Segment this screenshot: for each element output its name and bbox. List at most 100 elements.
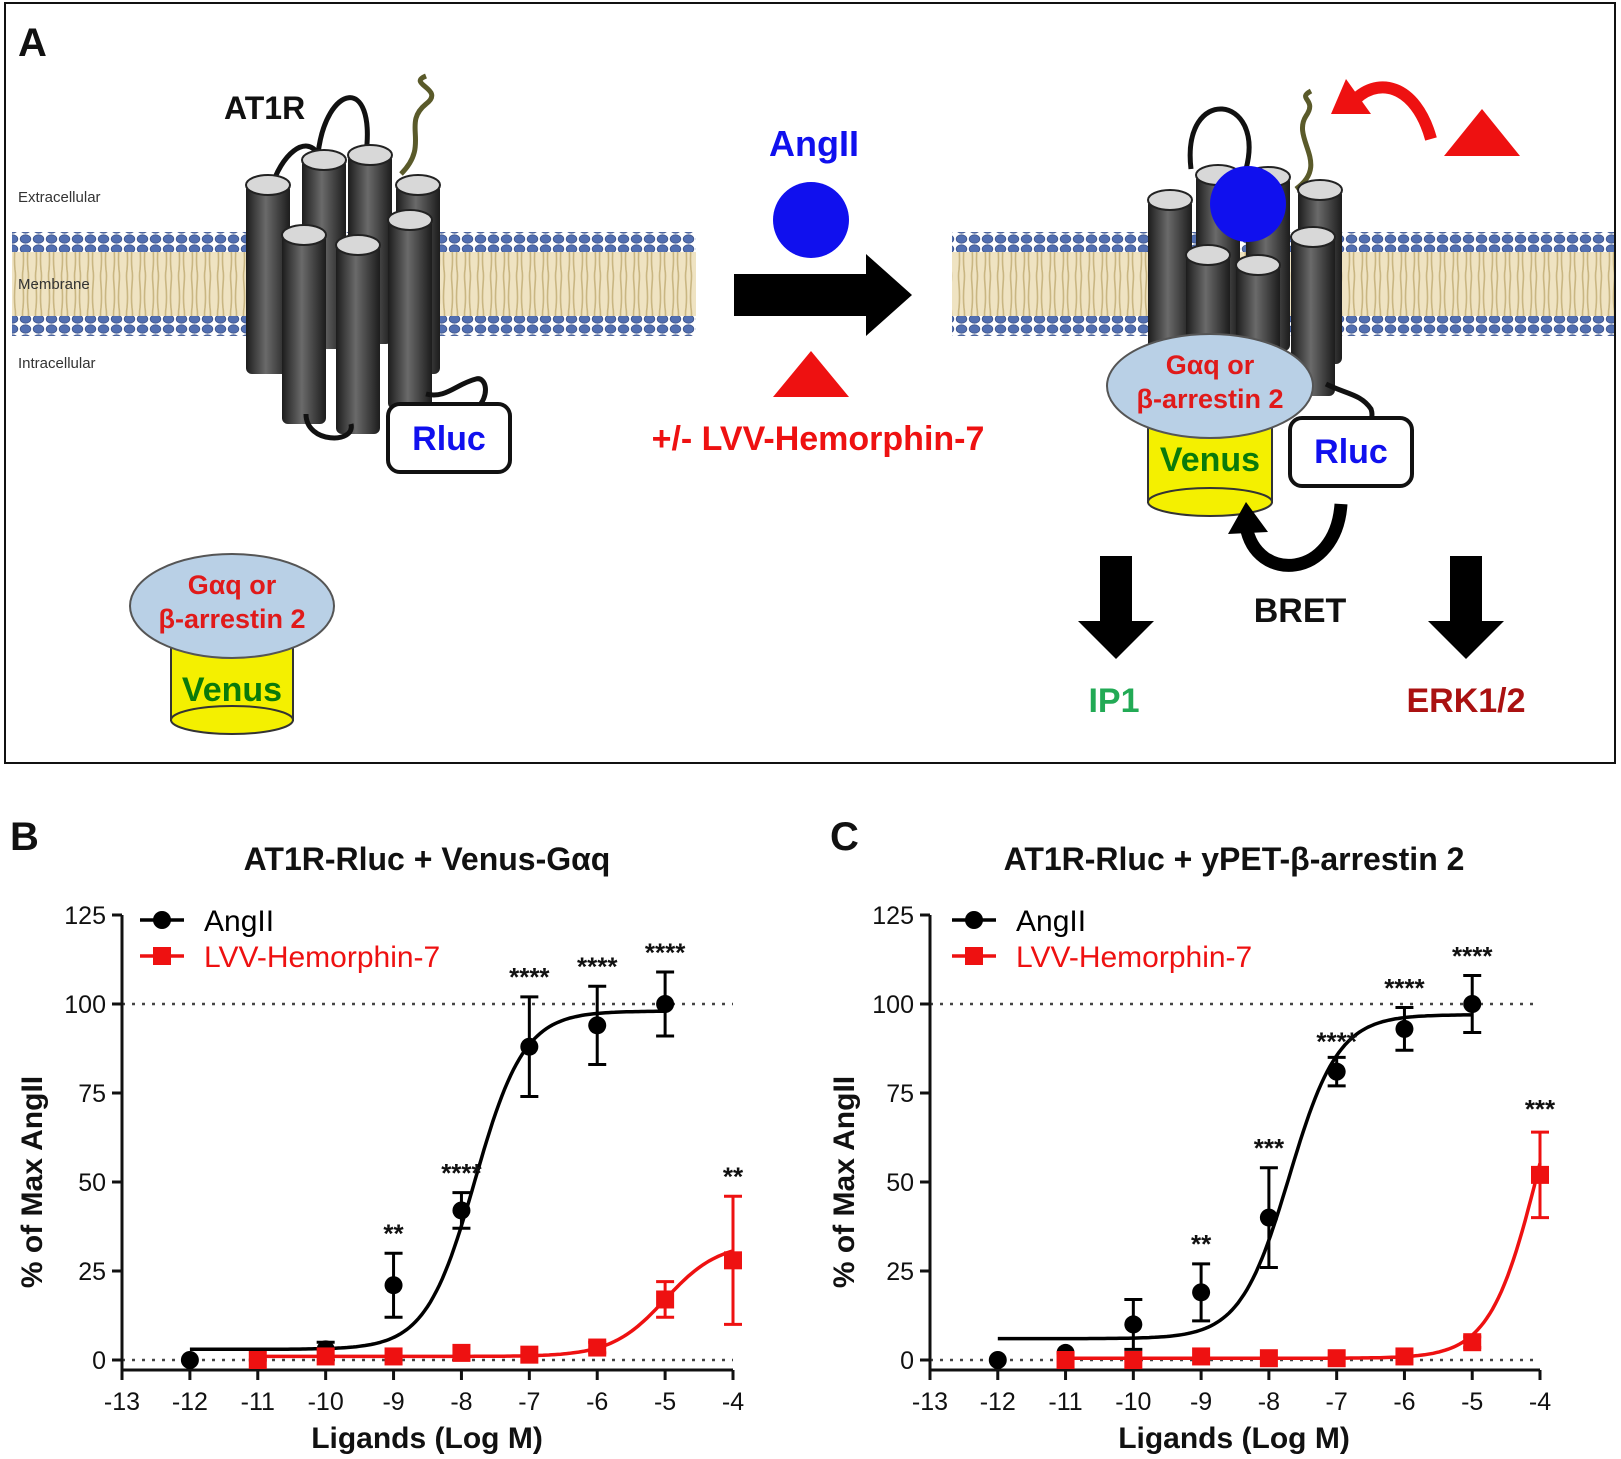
- data-point-lvv: [1463, 1333, 1482, 1352]
- panel-c-chart: C AT1R-Rluc + yPET-β-arrestin 2 Ligands …: [812, 790, 1612, 1459]
- at1r-label: AT1R: [224, 90, 305, 126]
- y-axis-label: % of Max AngII: [16, 1076, 49, 1288]
- y-tick-label: 0: [900, 1347, 914, 1375]
- y-tick-label: 0: [92, 1347, 106, 1375]
- legend-label: AngII: [204, 905, 274, 938]
- plot-area: 0255075100125-13-12-11-10-9-8-7-6-5-4***…: [64, 902, 744, 1416]
- y-tick-label: 100: [872, 991, 914, 1019]
- legend-marker: [965, 911, 983, 929]
- data-point-lvv: [1124, 1351, 1143, 1369]
- extracellular-label: Extracellular: [18, 189, 101, 206]
- rluc-box-left: [386, 402, 512, 474]
- data-point-angii: [988, 1351, 1007, 1369]
- fit-curve-lvv: [1065, 1162, 1542, 1360]
- data-point-angii: [1463, 995, 1482, 1013]
- x-tick-label: -4: [1529, 1388, 1551, 1416]
- angii-circle-icon: [773, 182, 849, 258]
- significance-label: ****: [441, 1158, 482, 1188]
- venus-label-right: Venus: [1160, 441, 1260, 479]
- intracellular-label: Intracellular: [18, 355, 96, 372]
- data-point-lvv: [248, 1351, 267, 1369]
- data-point-lvv: [384, 1347, 403, 1366]
- y-tick-label: 75: [886, 1080, 914, 1108]
- data-point-angii: [180, 1351, 199, 1369]
- erk-label: ERK1/2: [1406, 682, 1525, 720]
- data-point-lvv: [588, 1338, 607, 1357]
- lvv-modulator-label: +/- LVV-Hemorphin-7: [652, 420, 985, 458]
- x-tick-label: -11: [1048, 1388, 1082, 1416]
- ip1-down-arrow-icon: [1078, 556, 1154, 659]
- lvv-released-triangle-icon: [1444, 109, 1520, 156]
- at1r-receptor-left: [245, 73, 488, 441]
- venus-label-left: Venus: [182, 671, 282, 709]
- significance-label: ***: [1254, 1133, 1285, 1163]
- panel-a-letter: A: [18, 21, 47, 65]
- bret-label: BRET: [1254, 592, 1347, 630]
- x-tick-label: -13: [912, 1388, 948, 1416]
- transducer-right-line2: β-arrestin 2: [1136, 384, 1283, 414]
- data-point-angii: [384, 1276, 403, 1295]
- y-tick-label: 25: [886, 1258, 914, 1286]
- significance-label: ****: [1452, 941, 1493, 971]
- significance-label: ****: [645, 937, 686, 967]
- data-point-lvv: [1327, 1349, 1346, 1368]
- transducer-complex-left: [129, 553, 335, 735]
- data-point-lvv: [724, 1251, 742, 1270]
- panel-a-schematic: A Extracellular Membrane Intracellular: [4, 2, 1616, 764]
- significance-label: **: [383, 1219, 404, 1249]
- reaction-arrow-icon: [734, 254, 912, 336]
- bret-arrowhead-icon: [1228, 502, 1268, 534]
- data-point-angii: [1259, 1208, 1278, 1227]
- panel-c-letter: C: [830, 815, 859, 859]
- x-tick-label: -7: [518, 1388, 540, 1416]
- ip1-label: IP1: [1088, 682, 1139, 720]
- x-tick-label: -10: [1115, 1388, 1151, 1416]
- y-tick-label: 50: [78, 1169, 106, 1197]
- x-tick-label: -12: [980, 1388, 1016, 1416]
- data-point-lvv: [316, 1347, 335, 1366]
- significance-label: **: [723, 1162, 744, 1192]
- transducer-complex-right: [1106, 333, 1314, 517]
- legend-label: LVV-Hemorphin-7: [204, 941, 440, 974]
- x-tick-label: -5: [654, 1388, 676, 1416]
- rluc-label-left: Rluc: [412, 420, 486, 458]
- significance-label: ****: [577, 952, 618, 982]
- legend-marker: [153, 947, 171, 965]
- significance-label: **: [1191, 1229, 1212, 1259]
- chart-title: AT1R-Rluc + yPET-β-arrestin 2: [1004, 841, 1465, 877]
- fit-curve-angii: [997, 1013, 1473, 1341]
- data-point-angii: [520, 1037, 539, 1056]
- membrane-label: Membrane: [18, 276, 90, 293]
- legend-marker: [153, 911, 171, 929]
- significance-label: ***: [1525, 1094, 1556, 1124]
- x-tick-label: -9: [1190, 1388, 1212, 1416]
- fit-curve-angii: [189, 1009, 666, 1352]
- x-tick-label: -13: [104, 1388, 140, 1416]
- x-tick-label: -6: [586, 1388, 608, 1416]
- y-tick-label: 125: [64, 902, 106, 930]
- data-point-angii: [1124, 1315, 1143, 1334]
- data-point-lvv: [1192, 1347, 1211, 1366]
- transducer-right-line1: Gαq or: [1166, 350, 1255, 380]
- dissociation-arrow-icon: [1346, 81, 1437, 141]
- y-tick-label: 50: [886, 1169, 914, 1197]
- legend-label: AngII: [1016, 905, 1086, 938]
- significance-label: ****: [509, 962, 550, 992]
- x-tick-label: -4: [722, 1388, 744, 1416]
- transducer-left-line1: Gαq or: [188, 570, 277, 600]
- significance-label: ****: [1384, 973, 1425, 1003]
- angii-bound-circle-icon: [1210, 166, 1286, 242]
- data-point-lvv: [520, 1345, 539, 1364]
- legend-marker: [965, 947, 983, 965]
- legend-label: LVV-Hemorphin-7: [1016, 941, 1252, 974]
- x-tick-label: -7: [1326, 1388, 1348, 1416]
- lvv-triangle-icon: [773, 351, 849, 397]
- data-point-lvv: [1056, 1351, 1075, 1369]
- rluc-label-right: Rluc: [1314, 433, 1388, 471]
- x-tick-label: -10: [308, 1388, 344, 1416]
- data-point-angii: [452, 1201, 471, 1220]
- x-tick-label: -5: [1461, 1388, 1483, 1416]
- x-tick-label: -6: [1393, 1388, 1415, 1416]
- erk-down-arrow-icon: [1428, 556, 1504, 659]
